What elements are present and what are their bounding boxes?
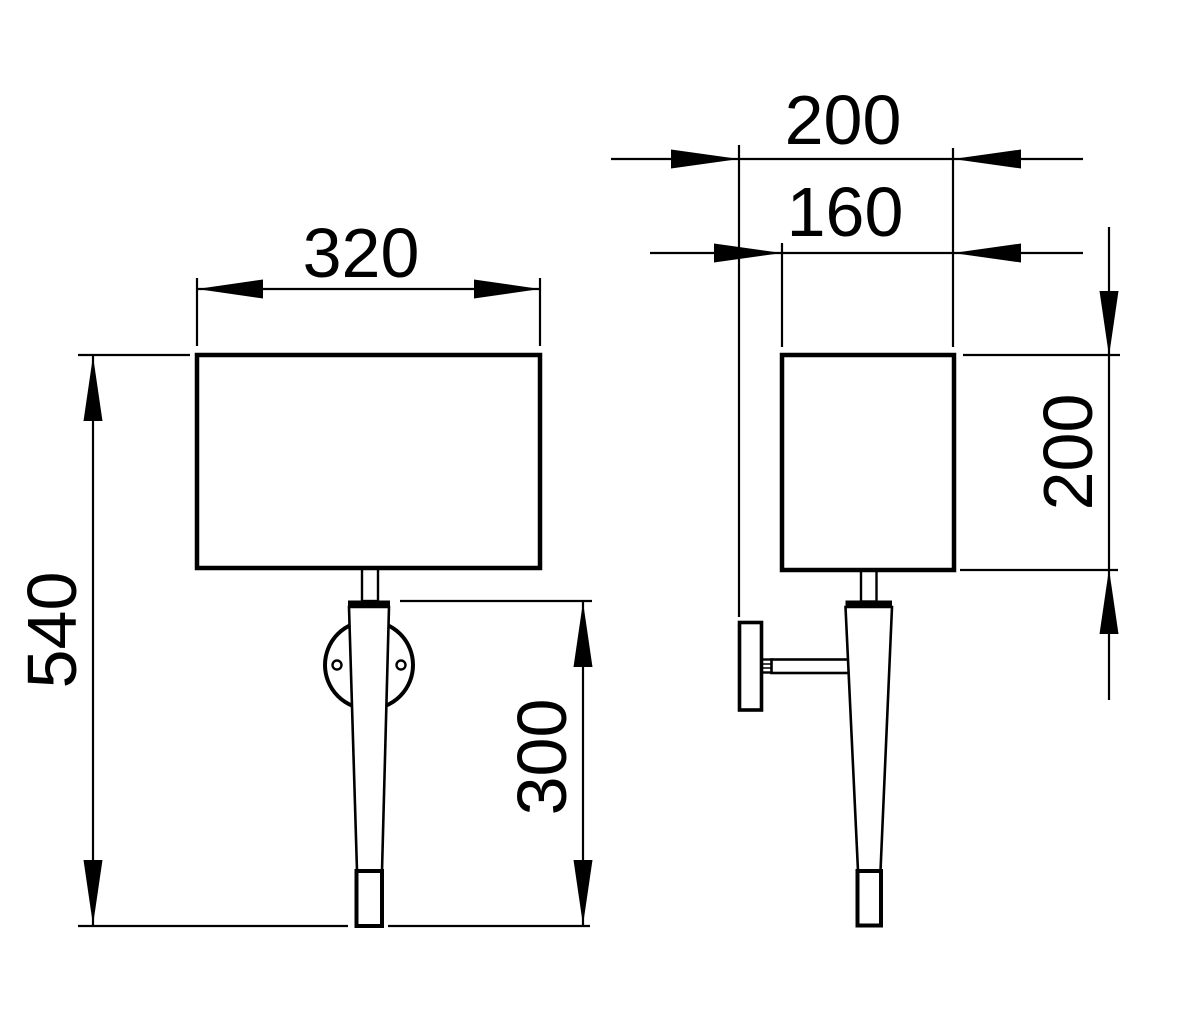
wall-arm — [770, 658, 857, 675]
dim-overall-depth: 200 — [611, 81, 1083, 169]
dim-label-shade-depth: 160 — [787, 173, 904, 251]
torch-stem-body — [347, 605, 391, 873]
shade-support-rod — [360, 566, 380, 603]
dim-shade-height: 200 — [960, 227, 1120, 700]
arrowhead-right-icon — [671, 149, 739, 169]
lamp-shade-side — [779, 352, 957, 573]
arrowhead-left-icon — [953, 149, 1021, 169]
dim-shade-width: 320 — [195, 214, 542, 346]
stem-bottom-tip — [354, 869, 384, 928]
dim-overall-height: 540 — [13, 353, 590, 928]
shade-support-rod-side — [859, 568, 878, 603]
arrowhead-down-icon — [83, 860, 103, 925]
arrowhead-down-icon — [1099, 291, 1119, 356]
side-view: 200 160 200 — [611, 81, 1120, 928]
arrowhead-up-icon — [1099, 569, 1119, 634]
arrowhead-down-icon — [573, 860, 593, 925]
arrowhead-left-icon — [197, 279, 263, 299]
dim-label-overall-height: 540 — [13, 572, 91, 689]
arrowhead-up-icon — [573, 602, 593, 667]
front-view: 320 540 300 — [13, 214, 593, 928]
arrowhead-right-icon — [714, 243, 782, 263]
dim-label-overall-depth: 200 — [785, 81, 902, 159]
arrowhead-left-icon — [953, 243, 1021, 263]
arrowhead-up-icon — [83, 356, 103, 421]
stem-top-cap — [348, 600, 390, 608]
dim-label-shade-width: 320 — [303, 214, 420, 292]
arrowhead-right-icon — [474, 279, 540, 299]
stem-bottom-tip-side — [855, 869, 883, 928]
wall-mount-plate-side — [737, 620, 764, 712]
dim-shade-depth: 160 — [650, 173, 1083, 347]
screw-hole-right — [395, 659, 407, 671]
stem-top-cap-side — [845, 600, 892, 608]
dim-stem-height: 300 — [400, 599, 593, 926]
dim-label-shade-height: 200 — [1029, 394, 1107, 511]
lamp-shade-front — [194, 352, 543, 571]
screw-hole-left — [331, 659, 343, 671]
dim-label-stem-height: 300 — [503, 699, 581, 816]
